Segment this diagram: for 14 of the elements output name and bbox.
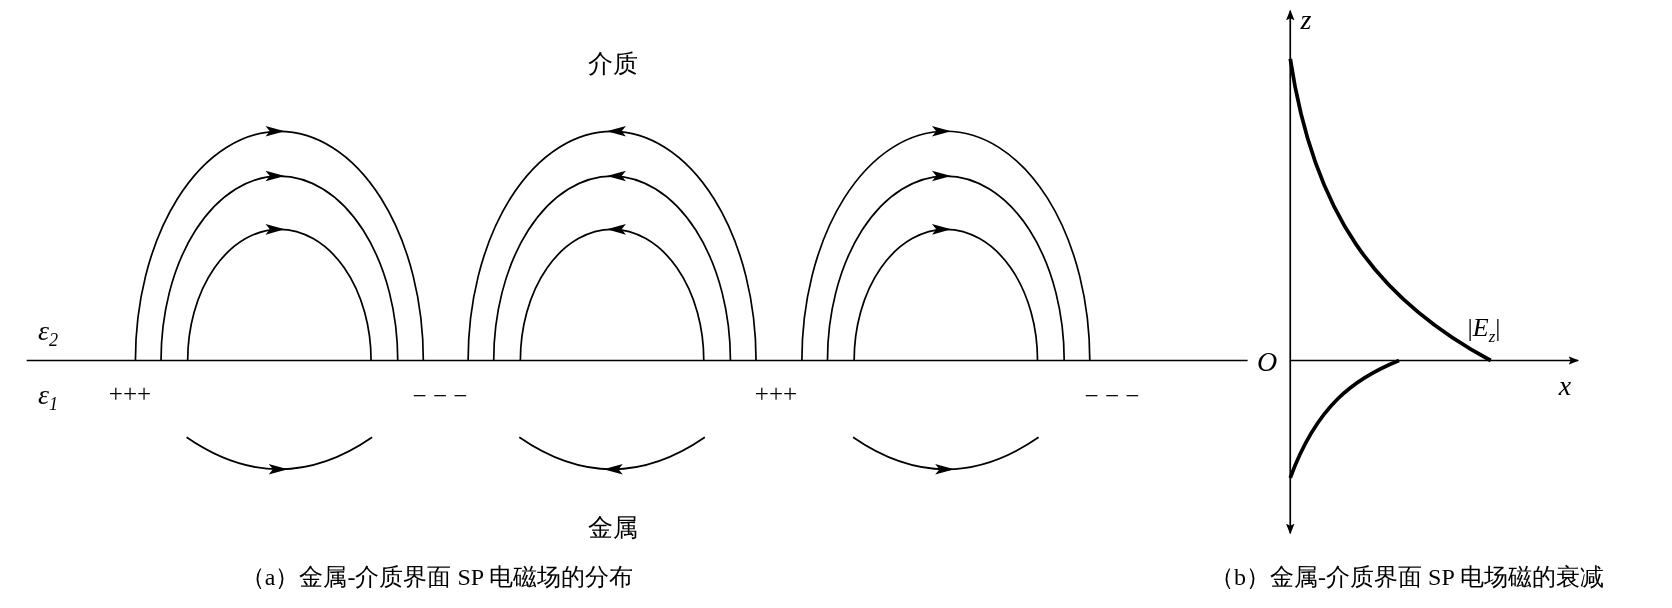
field-label: |E$_{z}$| (1467, 313, 1501, 347)
charge-label: − − − (1084, 382, 1140, 410)
region-label: 金属 (588, 514, 638, 542)
charge-label: +++ (754, 380, 798, 408)
caption: （b）金属-介质界面 SP 电场磁的衰减 (1210, 563, 1604, 591)
permittivity-label: ε$_{2}$ (37, 315, 59, 351)
permittivity-label: ε$_{1}$ (37, 379, 59, 415)
caption: （a）金属-介质界面 SP 电磁场的分布 (240, 563, 634, 591)
charge-label: +++ (108, 380, 152, 408)
region-label: 介质 (588, 50, 638, 78)
axis-label: x (1558, 370, 1572, 402)
axis-label: z (1300, 4, 1312, 36)
origin-label: O (1256, 346, 1278, 378)
charge-label: − − − (412, 382, 468, 410)
